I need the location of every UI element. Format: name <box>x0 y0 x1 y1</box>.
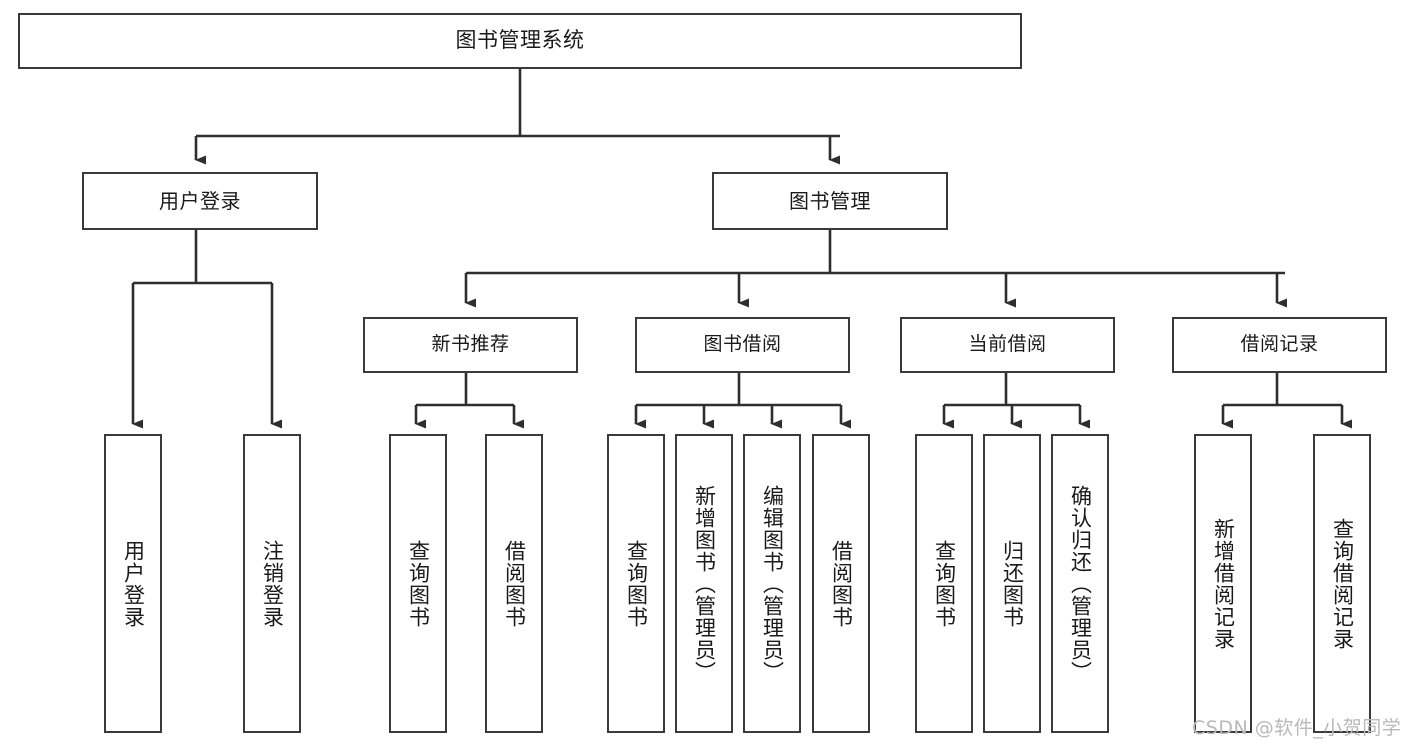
node-label: 查询图书 <box>624 539 649 628</box>
node-label: 图书借阅 <box>703 333 782 356</box>
node-label: 查询图书 <box>932 539 957 628</box>
leaf-user-login-signout[interactable]: 注销登录 <box>243 434 301 733</box>
leaf-current-query-book[interactable]: 查询图书 <box>915 434 973 733</box>
node-new-book-recommend[interactable]: 新书推荐 <box>363 317 578 373</box>
node-book-borrow[interactable]: 图书借阅 <box>635 317 850 373</box>
leaf-recommend-query-book[interactable]: 查询图书 <box>389 434 447 733</box>
leaf-borrow-query-book[interactable]: 查询图书 <box>607 434 665 733</box>
node-label: 用户登录 <box>159 188 241 213</box>
node-label: 确认归还（管理员） <box>1068 484 1093 683</box>
leaf-record-query-record[interactable]: 查询借阅记录 <box>1313 434 1371 733</box>
leaf-borrow-add-book-admin[interactable]: 新增图书（管理员） <box>675 434 733 733</box>
node-user-login[interactable]: 用户登录 <box>82 172 318 230</box>
node-label: 编辑图书（管理员） <box>760 484 785 683</box>
node-label: 当前借阅 <box>968 333 1047 356</box>
node-label: 图书管理 <box>789 188 871 213</box>
leaf-recommend-borrow-book[interactable]: 借阅图书 <box>485 434 543 733</box>
leaf-record-add-record[interactable]: 新增借阅记录 <box>1194 434 1252 733</box>
node-borrow-record[interactable]: 借阅记录 <box>1172 317 1387 373</box>
node-book-management[interactable]: 图书管理 <box>712 172 948 230</box>
leaf-current-return-book[interactable]: 归还图书 <box>983 434 1041 733</box>
node-label: 归还图书 <box>1000 539 1025 628</box>
node-label: 查询借阅记录 <box>1330 517 1355 650</box>
leaf-user-login-signin[interactable]: 用户登录 <box>104 434 162 733</box>
node-label: 图书管理系统 <box>455 28 585 53</box>
leaf-borrow-edit-book-admin[interactable]: 编辑图书（管理员） <box>743 434 801 733</box>
watermark-text: CSDN @软件_小贺同学 <box>1192 717 1402 739</box>
node-label: 借阅图书 <box>502 539 527 628</box>
node-label: 用户登录 <box>121 539 146 628</box>
node-current-borrow[interactable]: 当前借阅 <box>900 317 1115 373</box>
node-root-system[interactable]: 图书管理系统 <box>18 13 1022 69</box>
node-label: 新书推荐 <box>431 333 510 356</box>
node-label: 借阅记录 <box>1240 333 1319 356</box>
node-label: 新增图书（管理员） <box>692 484 717 683</box>
node-label: 查询图书 <box>406 539 431 628</box>
leaf-borrow-borrow-book[interactable]: 借阅图书 <box>812 434 870 733</box>
leaf-current-confirm-return-admin[interactable]: 确认归还（管理员） <box>1051 434 1109 733</box>
node-label: 注销登录 <box>260 539 285 628</box>
node-label: 借阅图书 <box>829 539 854 628</box>
node-label: 新增借阅记录 <box>1211 517 1236 650</box>
